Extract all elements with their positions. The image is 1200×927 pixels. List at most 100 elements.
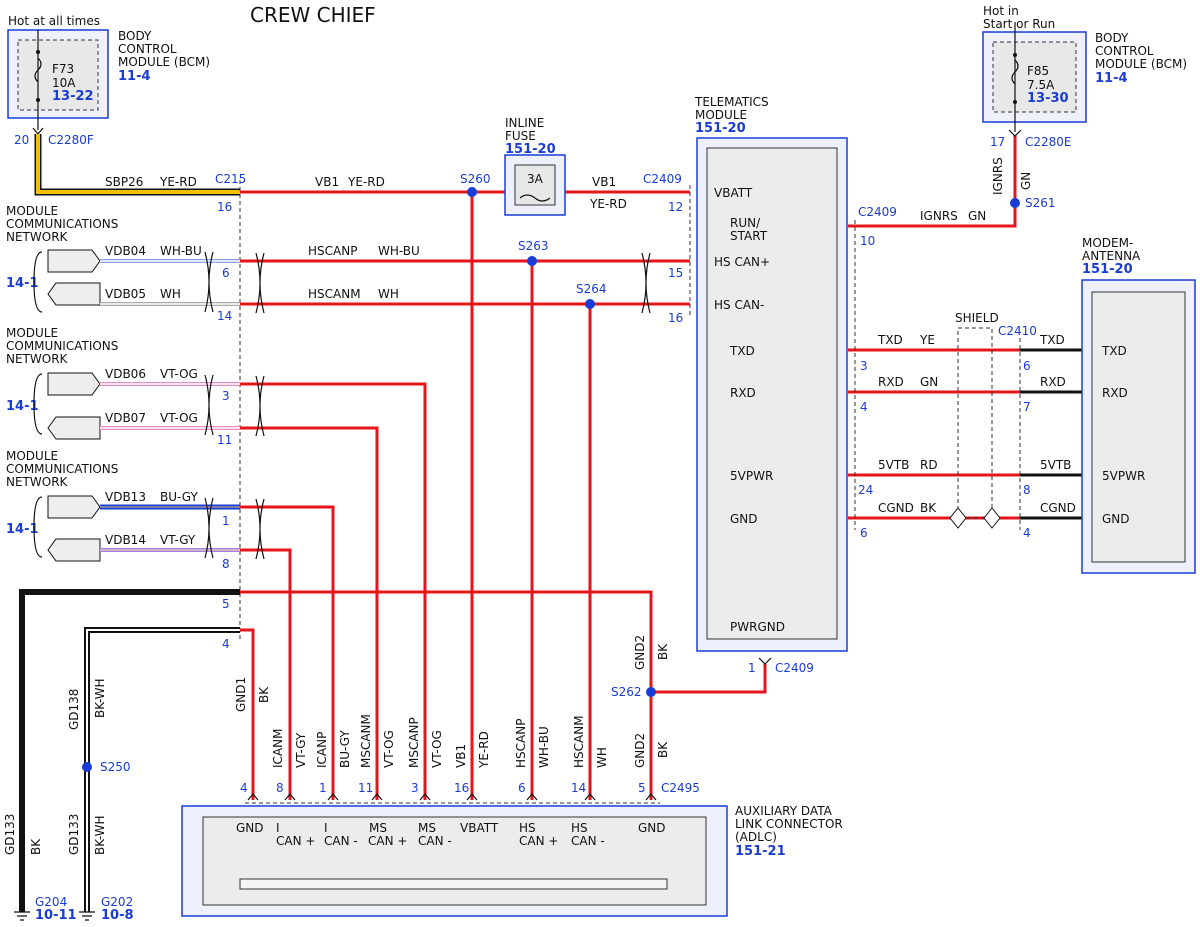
c215-pin: 4 xyxy=(222,637,230,651)
modem-l1: MODEM- xyxy=(1082,236,1133,250)
inline-fuse-l1: INLINE xyxy=(505,116,544,130)
vwire-name: MSCANM xyxy=(359,714,373,768)
splice-s261-label: S261 xyxy=(1025,196,1056,210)
vertical-wire-labels: GND1 BK ICANM VT-GY ICANP BU-GY MSCANM V… xyxy=(234,635,670,769)
fuse-f73-ref: 13-22 xyxy=(52,89,94,104)
fuse-f85-icon xyxy=(1011,59,1019,85)
bcm-right-name1: BODY xyxy=(1095,31,1129,45)
adlc-pin: 16 xyxy=(454,781,469,795)
mcn-plug-icon xyxy=(47,282,101,306)
c2409c-pin: 1 xyxy=(748,661,756,675)
wire-hscanp-label: HSCANP xyxy=(308,244,357,258)
wire-ignrs-vert-color: GN xyxy=(1019,172,1033,190)
c2409-label: C2409 xyxy=(643,172,682,186)
ground-g204-label: G204 xyxy=(35,895,67,909)
adlc-label-b: CAN + xyxy=(276,834,315,848)
fuse-f73-amp: 10A xyxy=(52,76,76,90)
c215-pin: 5 xyxy=(222,597,230,611)
tm-pin-vbatt: VBATT xyxy=(714,186,753,200)
mcn-plug-icon xyxy=(47,416,101,440)
modem-pin-rxd: RXD xyxy=(1102,386,1128,400)
wire-gd133-g204 xyxy=(19,589,240,912)
shield-drain-icon xyxy=(949,507,967,529)
adlc-label-a: HS xyxy=(519,821,536,835)
vwire-color: BK xyxy=(257,686,271,703)
c215-label: C215 xyxy=(215,172,246,186)
wire-cgnd-color: BK xyxy=(920,501,937,515)
vwire-color: BK xyxy=(656,741,670,758)
shield-label: SHIELD xyxy=(955,311,999,325)
tm-pin-run1: RUN/ xyxy=(730,216,761,230)
bcm-right-conn: C2280E xyxy=(1025,135,1072,149)
adlc-title-2: LINK CONNECTOR xyxy=(735,817,843,831)
adlc-pin: 3 xyxy=(411,781,419,795)
wire-vb1-color: YE-RD xyxy=(347,175,385,189)
wire-gd133-color: BK xyxy=(29,838,43,855)
wire-hscanp-color: WH-BU xyxy=(378,244,420,258)
wire-txd-label: TXD xyxy=(877,333,903,347)
vwire-color: VT-OG xyxy=(382,730,396,768)
bcm-left: Hot at all times F73 10A 13-22 BODY CONT… xyxy=(7,14,210,147)
tm-l2: MODULE xyxy=(695,108,747,122)
adlc-label-a: GND xyxy=(236,821,264,835)
tm-right-pin: 4 xyxy=(860,400,868,414)
adlc-label-a: I xyxy=(324,821,328,835)
wire-vdb13-label: VDB13 xyxy=(105,490,146,504)
c215-pin: 1 xyxy=(222,514,230,528)
modem-pin-5vpwr: 5VPWR xyxy=(1102,469,1145,483)
vwire-name: HSCANM xyxy=(572,715,586,768)
connector-arrow-icon xyxy=(247,793,657,801)
splice-s260 xyxy=(467,187,477,197)
bcm-right-name3: MODULE (BCM) xyxy=(1095,57,1187,71)
wire-ignrs-vert-label: IGNRS xyxy=(991,157,1005,195)
splice-s264 xyxy=(585,299,595,309)
mcn-label-2: COMMUNICATIONS xyxy=(6,339,118,353)
wire-gd138-label: GD138 xyxy=(67,689,81,730)
inline-fuse-ref: 151-20 xyxy=(505,142,556,157)
bcm-right: Hot in Start or Run F85 7.5A 13-30 BODY … xyxy=(982,4,1187,149)
wire-cgnd-label: CGND xyxy=(878,501,914,515)
inline-fuse-l2: FUSE xyxy=(505,129,536,143)
wire-vdb07-label: VDB07 xyxy=(105,411,146,425)
tm-l1: TELEMATICS xyxy=(694,95,769,109)
fuse-f85-label: F85 xyxy=(1027,64,1049,78)
bcm-left-pin: 20 xyxy=(14,133,29,147)
splice-s250-label: S250 xyxy=(100,760,131,774)
vwire-name: ICANP xyxy=(315,732,329,768)
mcn-label-2: COMMUNICATIONS xyxy=(6,217,118,231)
modem-l2: ANTENNA xyxy=(1082,249,1141,263)
mcn-group-3: MODULE COMMUNICATIONS NETWORK 14-1 VDB13… xyxy=(6,449,240,562)
tm-pin-pwrgnd: PWRGND xyxy=(730,620,785,634)
twisted-pair-icon xyxy=(204,497,214,559)
adlc-label-a: VBATT xyxy=(460,821,499,835)
inline-fuse-amp: 3A xyxy=(527,172,544,186)
tm-pin-run2: START xyxy=(730,229,768,243)
vwire-color: WH-BU xyxy=(537,726,551,768)
vwire-name: HSCANP xyxy=(514,719,528,768)
splice-s262-label: S262 xyxy=(611,685,642,699)
vwire-name: GND2 xyxy=(633,733,647,768)
red-wires xyxy=(240,135,1085,800)
splice-s262 xyxy=(646,687,656,697)
ground-icon xyxy=(14,911,30,921)
bcm-left-hot-label: Hot at all times xyxy=(8,14,100,28)
fuse-f85-ref: 13-30 xyxy=(1027,91,1069,106)
vwire-name: MSCANP xyxy=(407,717,421,768)
bcm-right-ref: 11-4 xyxy=(1095,71,1128,86)
mcn-label-3: NETWORK xyxy=(6,230,69,244)
bcm-right-hot1: Hot in xyxy=(983,4,1019,18)
vwire-name: ICANM xyxy=(271,729,285,768)
shield: SHIELD xyxy=(949,311,1001,529)
c215-pin: 6 xyxy=(222,266,230,280)
tm-pin-hscanm: HS CAN- xyxy=(714,298,764,312)
tm-pin-gnd: GND xyxy=(730,512,758,526)
wire-vdb04-label: VDB04 xyxy=(105,244,146,258)
bcm-left-conn: C2280F xyxy=(48,133,94,147)
vwire-color-gnd2-top: BK xyxy=(656,643,670,660)
wire-vdb07-color: VT-OG xyxy=(160,411,198,425)
wire-cgnd-modem-label: CGND xyxy=(1040,501,1076,515)
tm-pin-5vpwr: 5VPWR xyxy=(730,469,773,483)
bcm-left-name2: CONTROL xyxy=(118,42,177,56)
twisted-pair-icon xyxy=(255,375,265,437)
